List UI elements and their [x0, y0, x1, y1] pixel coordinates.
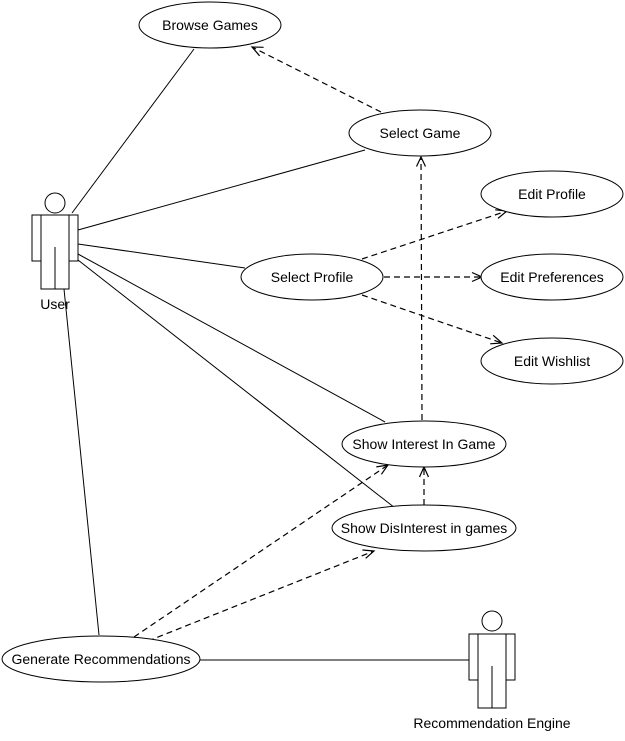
use-case-edit-profile[interactable]: Edit Profile [480, 170, 624, 218]
use-case-generate-recommendations-label: Generate Recommendations [12, 651, 191, 667]
use-case-select-profile-label: Select Profile [271, 269, 354, 285]
use-case-edit-profile-label: Edit Profile [518, 186, 586, 202]
dep-select-profile-to-edit-wishlist [361, 294, 504, 345]
use-case-select-game-label: Select Game [380, 125, 461, 141]
assoc-user-show-interest [77, 253, 386, 423]
recommendation-engine-actor[interactable]: Recommendation Engine [413, 610, 571, 731]
use-case-browse-games-label: Browse Games [162, 17, 258, 33]
dep-generate-to-show-disinterest [147, 549, 376, 642]
dep-show-disinterest-to-show-interest [418, 465, 430, 505]
use-case-generate-recommendations[interactable]: Generate Recommendations [1, 635, 201, 683]
dep-select-game-to-browse-games [250, 46, 382, 113]
assoc-user-select-profile [77, 243, 246, 269]
use-case-show-interest-label: Show Interest In Game [352, 436, 495, 452]
use-case-edit-wishlist-label: Edit Wishlist [514, 353, 590, 369]
assoc-user-show-disinterest [77, 259, 396, 509]
use-case-select-profile[interactable]: Select Profile [240, 253, 384, 301]
use-case-edit-preferences[interactable]: Edit Preferences [480, 253, 624, 301]
use-case-edit-preferences-label: Edit Preferences [500, 269, 604, 285]
user-actor[interactable]: User [31, 192, 79, 312]
recommendation-engine-actor-icon [468, 610, 516, 709]
use-case-edit-wishlist[interactable]: Edit Wishlist [480, 337, 624, 385]
assoc-user-select-game [77, 149, 366, 231]
assoc-user-browse-games [71, 48, 195, 214]
dep-show-interest-to-select-game [415, 155, 427, 421]
recommendation-engine-actor-label: Recommendation Engine [413, 715, 570, 731]
use-case-show-disinterest-label: Show DisInterest in games [341, 520, 508, 536]
use-case-browse-games[interactable]: Browse Games [138, 1, 282, 49]
use-case-show-disinterest[interactable]: Show DisInterest in games [331, 504, 517, 552]
use-case-show-interest[interactable]: Show Interest In Game [341, 420, 507, 468]
dep-generate-to-show-interest [133, 464, 390, 638]
user-actor-icon [31, 192, 79, 290]
user-actor-label: User [40, 296, 70, 312]
assoc-user-generate-recommendations [63, 288, 100, 636]
dep-select-profile-to-edit-preferences [384, 271, 484, 283]
use-case-select-game[interactable]: Select Game [348, 109, 492, 157]
dep-select-profile-to-edit-profile [361, 209, 509, 260]
